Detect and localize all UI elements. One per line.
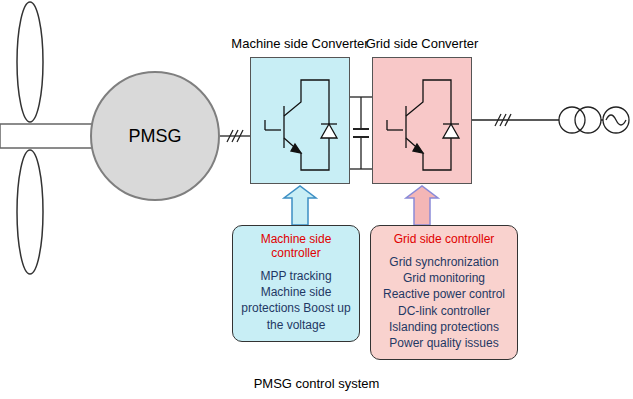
figure-caption: PMSG control system <box>0 376 633 391</box>
connector <box>406 186 438 225</box>
blade <box>17 2 43 122</box>
node-body: MPP tracking Machine side protections Bo… <box>241 268 351 333</box>
shaft <box>0 124 94 148</box>
node-title: Grid side Converter <box>343 36 501 52</box>
converter-box: Machine side Converter <box>250 57 350 184</box>
node-title: Machine side controller <box>241 232 351 260</box>
controller-box: Grid side controllerGrid synchronization… <box>370 225 518 360</box>
node-title: PMSG <box>128 126 181 147</box>
controller-box: Machine side controllerMPP tracking Mach… <box>232 225 360 342</box>
node-title: Machine side Converter <box>221 36 379 52</box>
igbt-symbol <box>373 58 473 182</box>
connector <box>220 130 250 142</box>
connector <box>350 97 372 169</box>
blade <box>17 150 43 274</box>
node-title: Grid side controller <box>379 232 509 246</box>
converter-box: Grid side Converter <box>372 57 472 184</box>
generator-circle: PMSG <box>90 71 220 201</box>
grid-connection <box>472 107 629 133</box>
node-body: Grid synchronization Grid monitoring Rea… <box>379 254 509 351</box>
connector <box>284 186 316 225</box>
igbt-symbol <box>251 58 351 182</box>
